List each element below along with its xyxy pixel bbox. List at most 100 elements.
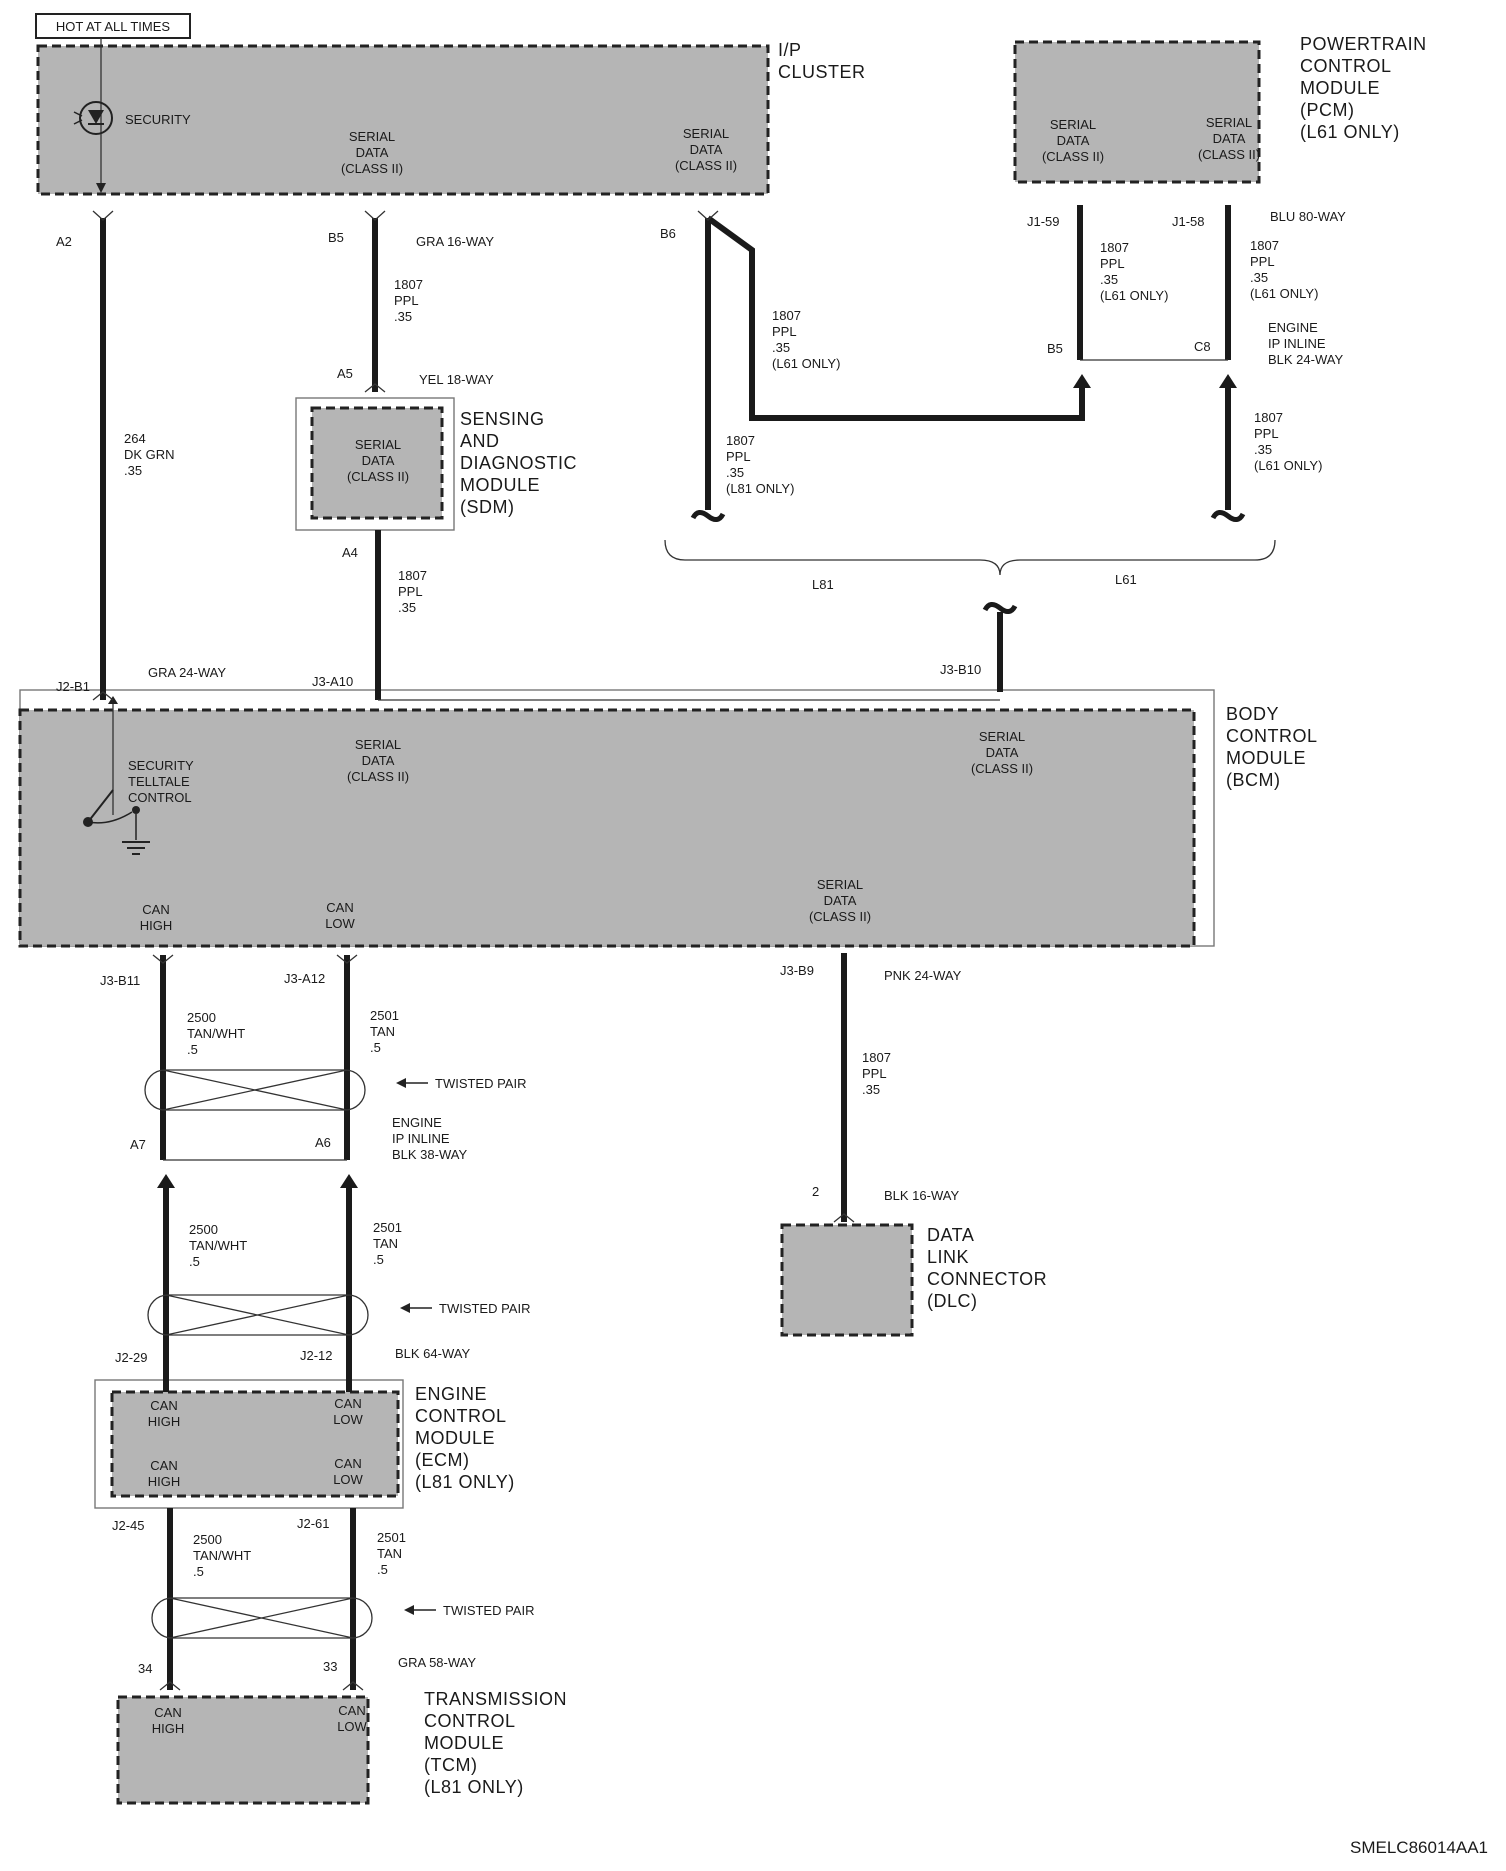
twisted-pair-2 [147,1294,369,1336]
svg-text:LOW: LOW [333,1412,363,1427]
svg-text:(L61 ONLY): (L61 ONLY) [1100,288,1168,303]
svg-text:(L61 ONLY): (L61 ONLY) [1250,286,1318,301]
svg-text:1807: 1807 [772,308,801,323]
svg-text:2500: 2500 [189,1222,218,1237]
svg-text:DATA: DATA [362,453,395,468]
svg-text:TWISTED PAIR: TWISTED PAIR [443,1603,534,1618]
document-code: SMELC86014AA1 [1350,1838,1488,1857]
svg-text:SERIAL: SERIAL [683,126,729,141]
svg-text:A6: A6 [315,1135,331,1150]
svg-text:J3-B10: J3-B10 [940,662,981,677]
svg-text:J3-A12: J3-A12 [284,971,325,986]
wire-2500-bcm [152,954,174,1160]
svg-text:.35: .35 [726,465,744,480]
svg-text:CONTROL: CONTROL [1226,726,1318,746]
svg-text:(CLASS II): (CLASS II) [347,769,409,784]
svg-text:HOT AT ALL TIMES: HOT AT ALL TIMES [56,19,170,34]
svg-text:SERIAL: SERIAL [1050,117,1096,132]
twisted-pair-label-1: TWISTED PAIR [396,1076,526,1091]
svg-text:(CLASS II): (CLASS II) [1198,147,1260,162]
svg-text:1807: 1807 [726,433,755,448]
svg-text:CONTROL: CONTROL [128,790,192,805]
svg-text:(CLASS II): (CLASS II) [347,469,409,484]
wire-1807-dlc [833,953,855,1223]
svg-text:.35: .35 [1250,270,1268,285]
svg-text:SERIAL: SERIAL [1206,115,1252,130]
svg-text:.5: .5 [370,1040,381,1055]
svg-text:A7: A7 [130,1137,146,1152]
svg-text:PPL: PPL [398,584,423,599]
svg-text:TAN: TAN [370,1024,395,1039]
svg-text:PNK 24-WAY: PNK 24-WAY [884,968,962,983]
svg-text:AND: AND [460,431,500,451]
svg-text:TELLTALE: TELLTALE [128,774,190,789]
svg-text:PPL: PPL [1100,256,1125,271]
svg-text:264: 264 [124,431,146,446]
svg-text:2501: 2501 [370,1008,399,1023]
svg-text:GRA 24-WAY: GRA 24-WAY [148,665,226,680]
svg-text:HIGH: HIGH [140,918,173,933]
svg-text:MODULE: MODULE [1300,78,1380,98]
svg-text:CAN: CAN [334,1396,361,1411]
svg-text:CAN: CAN [326,900,353,915]
svg-text:MODULE: MODULE [460,475,540,495]
svg-text:(CLASS II): (CLASS II) [971,761,1033,776]
svg-text:B6: B6 [660,226,676,241]
svg-text:DIAGNOSTIC: DIAGNOSTIC [460,453,577,473]
svg-text:(CLASS II): (CLASS II) [341,161,403,176]
svg-text:J3-A10: J3-A10 [312,674,353,689]
twisted-pair-3 [151,1597,373,1639]
svg-text:TWISTED PAIR: TWISTED PAIR [435,1076,526,1091]
svg-text:GRA 58-WAY: GRA 58-WAY [398,1655,476,1670]
svg-text:.35: .35 [1100,272,1118,287]
svg-text:1807: 1807 [1254,410,1283,425]
svg-text:J2-12: J2-12 [300,1348,333,1363]
svg-text:J2-B1: J2-B1 [56,679,90,694]
svg-text:.35: .35 [1254,442,1272,457]
svg-text:DATA: DATA [1213,131,1246,146]
svg-text:A5: A5 [337,366,353,381]
svg-text:SERIAL: SERIAL [817,877,863,892]
svg-text:2: 2 [812,1184,819,1199]
ip-cluster-module: SECURITY SERIAL DATA (CLASS II) SERIAL D… [36,38,865,196]
svg-text:SERIAL: SERIAL [349,129,395,144]
svg-text:CAN: CAN [142,902,169,917]
wire-1807-c8 [1210,374,1246,522]
svg-text:J3-B9: J3-B9 [780,963,814,978]
svg-text:2500: 2500 [187,1010,216,1025]
svg-text:DATA: DATA [986,745,1019,760]
tcm-title: TRANSMISSION [424,1689,567,1709]
svg-text:MODULE: MODULE [424,1733,504,1753]
svg-text:PPL: PPL [772,324,797,339]
svg-text:SERIAL: SERIAL [355,437,401,452]
bcm-module: SECURITY TELLTALE CONTROL SERIAL DATA (C… [18,689,1318,948]
twisted-pair-label-2: TWISTED PAIR [400,1301,530,1316]
svg-text:(L61 ONLY): (L61 ONLY) [1300,122,1400,142]
wire-1807-bcm-j3b10 [982,602,1018,692]
svg-text:DATA: DATA [1057,133,1090,148]
svg-text:TAN: TAN [373,1236,398,1251]
dlc-module: DATA LINK CONNECTOR (DLC) [780,1223,1047,1337]
svg-text:(DLC): (DLC) [927,1291,978,1311]
svg-text:J2-61: J2-61 [297,1516,330,1531]
ground-icon [122,841,150,855]
ecm-module: CAN HIGH CAN HIGH CAN LOW CAN LOW ENGINE… [94,1379,515,1509]
svg-text:2501: 2501 [377,1530,406,1545]
svg-text:CONNECTOR: CONNECTOR [927,1269,1047,1289]
svg-text:TAN/WHT: TAN/WHT [193,1548,251,1563]
svg-text:PPL: PPL [394,293,419,308]
svg-text:(L81 ONLY): (L81 ONLY) [415,1472,515,1492]
pcm-module: SERIAL DATA (CLASS II) SERIAL DATA (CLAS… [1013,34,1426,184]
svg-text:BLK 64-WAY: BLK 64-WAY [395,1346,470,1361]
svg-text:PPL: PPL [1250,254,1275,269]
svg-text:SERIAL: SERIAL [979,729,1025,744]
wire-2501-ecm [340,1174,358,1392]
svg-text:BLK 38-WAY: BLK 38-WAY [392,1147,467,1162]
svg-text:CAN: CAN [338,1703,365,1718]
svg-text:BLU 80-WAY: BLU 80-WAY [1270,209,1346,224]
wire-2500-ecm [157,1174,175,1392]
svg-text:TAN: TAN [377,1546,402,1561]
svg-text:.35: .35 [862,1082,880,1097]
twisted-pair-label-3: TWISTED PAIR [404,1603,534,1618]
svg-text:GRA 16-WAY: GRA 16-WAY [416,234,494,249]
